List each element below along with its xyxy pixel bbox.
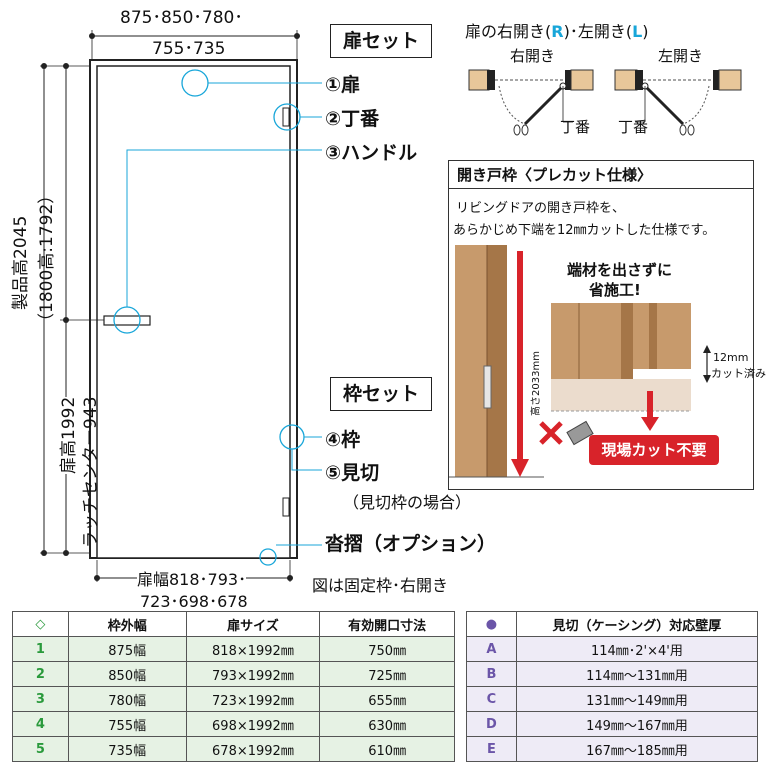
wall-row-thickness: 167㎜〜185㎜用	[515, 736, 759, 762]
size-row-opening: 725㎜	[319, 661, 455, 687]
size-row-id: 5	[12, 736, 69, 762]
bottom-width-line1: 扉幅818･793･	[137, 566, 247, 590]
precut-desc-line1: リビングドアの開き戸枠を、	[456, 201, 626, 216]
part-door: ①扉	[325, 74, 361, 96]
part-handle: ③ハンドル	[325, 142, 418, 164]
cut-12mm-label: 12mm	[713, 351, 749, 364]
size-row-id: 2	[12, 661, 69, 687]
wall-row-thickness: 114㎜･2'×4'用	[515, 636, 759, 662]
vertical-product-height: 製品高2045	[11, 215, 31, 310]
size-row-opening: 750㎜	[319, 636, 455, 662]
precut-illustration	[449, 245, 711, 478]
size-row-frame-width: 755幅	[67, 711, 187, 737]
swing-title: 扉の右開き(R)･左開き(L)	[465, 22, 649, 41]
part-hinge: ②丁番	[325, 108, 380, 130]
no-scrap-line2: 省施工!	[589, 281, 641, 299]
part-casing: ⑤見切	[325, 462, 380, 484]
vertical-1800-height: （1800高:1792）	[37, 186, 57, 330]
size-table-header-mark: ◇	[12, 611, 69, 637]
no-site-cut-badge: 現場カット不要	[589, 435, 719, 465]
size-row-frame-width: 735幅	[67, 736, 187, 762]
size-row-opening: 655㎜	[319, 686, 455, 712]
table-row: B 114㎜〜131㎜用	[466, 661, 759, 687]
wall-row-id: D	[466, 711, 517, 737]
size-row-door-size: 698×1992㎜	[185, 711, 321, 737]
precut-desc-line2: あらかじめ下端を12㎜カットした仕様です。	[453, 223, 716, 238]
table-row: 4 755幅 698×1992㎜ 630㎜	[12, 711, 455, 737]
table-row: C 131㎜〜149㎜用	[466, 686, 759, 712]
size-row-door-size: 723×1992㎜	[185, 686, 321, 712]
table-row: A 114㎜･2'×4'用	[466, 636, 759, 662]
table-row: 3 780幅 723×1992㎜ 655㎜	[12, 686, 455, 712]
bottom-width-line2: 723･698･678	[140, 592, 248, 611]
door-set-label: 扉セット	[330, 24, 432, 58]
size-table: ◇ 枠外幅 扉サイズ 有効開口寸法 1 875幅 818×1992㎜ 750㎜ …	[12, 611, 455, 762]
size-row-door-size: 678×1992㎜	[185, 736, 321, 762]
size-row-frame-width: 875幅	[67, 636, 187, 662]
wall-table-header-thickness: 見切（ケーシング）対応壁厚	[515, 611, 759, 637]
size-row-frame-width: 850幅	[67, 661, 187, 687]
size-row-opening: 630㎜	[319, 711, 455, 737]
table-row: 2 850幅 793×1992㎜ 725㎜	[12, 661, 455, 687]
part-frame: ④枠	[325, 429, 361, 451]
vertical-latch-center: ラッチセンター943	[81, 396, 101, 548]
wall-thickness-table: ● 見切（ケーシング）対応壁厚 A 114㎜･2'×4'用 B 114㎜〜131…	[466, 611, 759, 762]
cut-done-label: カット済み	[711, 367, 766, 380]
top-width-line1: 875･850･780･	[120, 8, 243, 28]
no-scrap-line1: 端材を出さずに	[567, 261, 673, 279]
size-row-opening: 610㎜	[319, 736, 455, 762]
size-row-frame-width: 780幅	[67, 686, 187, 712]
frame-set-label: 枠セット	[330, 377, 432, 411]
precut-height-label: 高さ2033mm	[531, 351, 542, 416]
top-width-line2: 755･735	[152, 39, 226, 59]
door-diagram	[40, 30, 322, 582]
size-row-id: 4	[12, 711, 69, 737]
swing-right-label: 右開き	[510, 47, 556, 65]
size-row-door-size: 793×1992㎜	[185, 661, 321, 687]
size-row-id: 3	[12, 686, 69, 712]
wall-row-thickness: 114㎜〜131㎜用	[515, 661, 759, 687]
precut-title: 開き戸枠〈プレカット仕様〉	[449, 161, 753, 189]
table-row: 1 875幅 818×1992㎜ 750㎜	[12, 636, 455, 662]
wall-table-header-mark: ●	[466, 611, 517, 637]
table-row: E 167㎜〜185㎜用	[466, 736, 759, 762]
wall-row-id: E	[466, 736, 517, 762]
table-row: 5 735幅 678×1992㎜ 610㎜	[12, 736, 455, 762]
wall-row-id: C	[466, 686, 517, 712]
figure-note: 図は固定枠･右開き	[312, 576, 449, 595]
table-row: D 149㎜〜167㎜用	[466, 711, 759, 737]
swing-right-hinge-label: 丁番	[560, 118, 591, 136]
swing-left-label: 左開き	[658, 47, 704, 65]
size-table-header-door-size: 扉サイズ	[185, 611, 321, 637]
wall-row-thickness: 131㎜〜149㎜用	[515, 686, 759, 712]
size-row-door-size: 818×1992㎜	[185, 636, 321, 662]
part-casing-note: （見切枠の場合）	[343, 493, 472, 512]
part-threshold: 沓摺（オプション）	[325, 533, 497, 555]
size-table-header-opening: 有効開口寸法	[319, 611, 455, 637]
wall-row-id: A	[466, 636, 517, 662]
size-row-id: 1	[12, 636, 69, 662]
size-table-header-frame-width: 枠外幅	[67, 611, 187, 637]
swing-left-hinge-label: 丁番	[618, 118, 649, 136]
wall-row-thickness: 149㎜〜167㎜用	[515, 711, 759, 737]
swing-diagram	[468, 69, 742, 136]
wall-row-id: B	[466, 661, 517, 687]
precut-frame-box: 開き戸枠〈プレカット仕様〉 リビングドアの開き戸枠を、 あらかじめ下端を12㎜カ…	[448, 160, 766, 490]
